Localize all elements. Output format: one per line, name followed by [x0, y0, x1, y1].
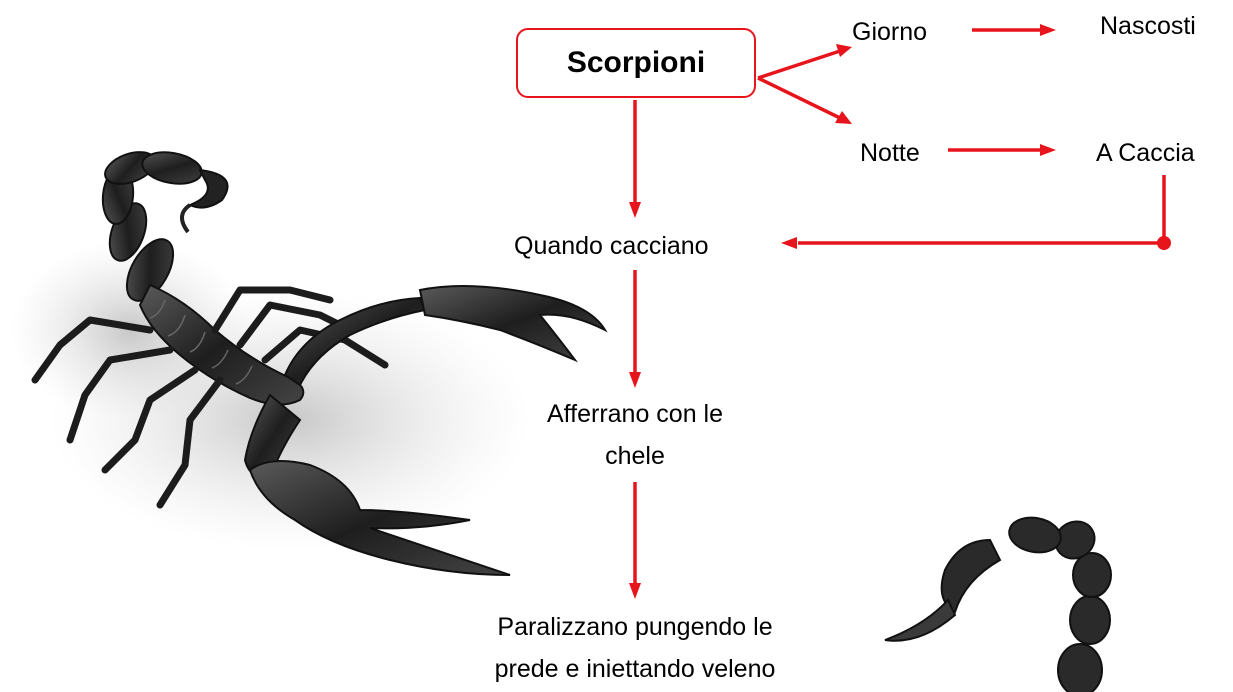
arrowhead — [1040, 144, 1056, 156]
arrowhead — [629, 583, 641, 599]
node-giorno: Giorno — [852, 18, 928, 46]
arrow-scorpioni-notte — [757, 76, 841, 120]
scorpion-illustration — [10, 151, 608, 576]
connector-acaccia-quando — [798, 175, 1166, 245]
arrowhead — [1040, 24, 1056, 36]
arrowhead — [835, 111, 852, 124]
node-afferrano-line2: chele — [605, 442, 665, 470]
arrowhead — [781, 237, 797, 249]
node-afferrano-line1: Afferrano con le — [546, 400, 724, 428]
node-nascosti: Nascosti — [1100, 12, 1196, 40]
node-paralizzano-line1: Paralizzano pungendo le — [497, 613, 773, 641]
node-scorpioni-label: Scorpioni — [566, 46, 706, 79]
node-a-caccia: A Caccia — [1096, 139, 1195, 167]
connector-dot — [1157, 236, 1171, 250]
arrowhead — [629, 372, 641, 388]
node-notte: Notte — [860, 139, 920, 167]
scorpion-tail-illustration — [884, 516, 1112, 692]
arrow-scorpioni-giorno — [757, 49, 841, 80]
node-paralizzano: Paralizzano pungendo le prede e iniettan… — [425, 609, 845, 687]
node-afferrano: Afferrano con le chele — [485, 398, 785, 472]
arrowhead — [836, 44, 852, 57]
node-paralizzano-line2: prede e iniettando veleno — [494, 655, 776, 683]
arrowhead — [629, 202, 641, 218]
node-quando-cacciano: Quando cacciano — [514, 232, 709, 260]
node-scorpioni: Scorpioni — [516, 28, 756, 98]
